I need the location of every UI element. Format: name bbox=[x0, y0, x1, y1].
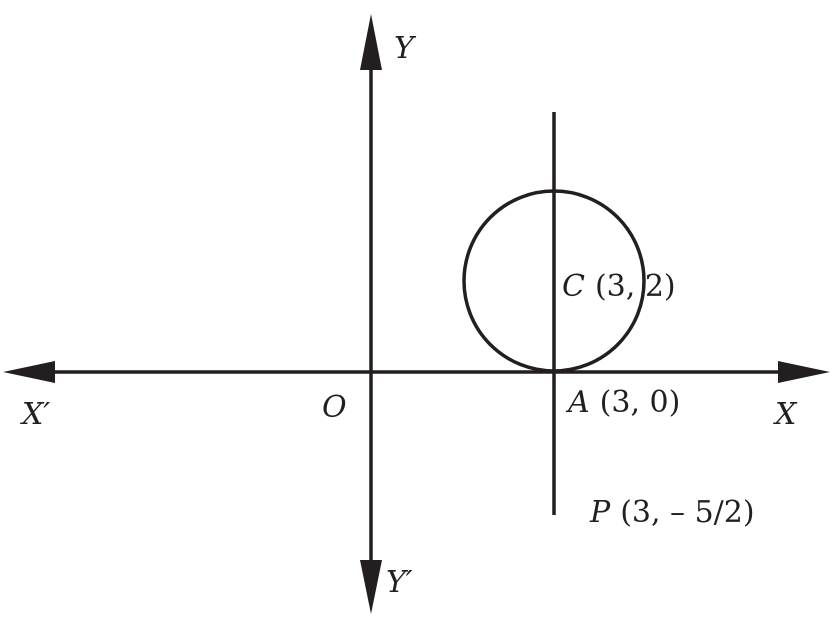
x-prime-label: X′ bbox=[20, 397, 50, 432]
y-axis-label: Y bbox=[394, 31, 417, 66]
origin-label: O bbox=[322, 390, 347, 425]
point-c-name: C bbox=[562, 269, 585, 304]
x-axis-right-arrow bbox=[778, 361, 830, 383]
point-c-label: C (3, 2) bbox=[562, 269, 676, 304]
point-c-coords: (3, 2) bbox=[595, 269, 676, 304]
y-prime-label: Y′ bbox=[386, 565, 413, 600]
point-a-coords: (3, 0) bbox=[600, 385, 681, 420]
y-axis-bottom-arrow bbox=[360, 560, 382, 614]
y-axis-top-arrow bbox=[360, 14, 382, 70]
x-axis-left-arrow bbox=[3, 361, 55, 383]
point-a-label: A (3, 0) bbox=[565, 385, 680, 420]
x-axis-label: X bbox=[773, 397, 798, 432]
circle bbox=[462, 189, 646, 373]
point-p-coords: (3, – 5/2) bbox=[620, 495, 754, 530]
point-p-name: P bbox=[589, 495, 611, 530]
point-p-label: P (3, – 5/2) bbox=[589, 495, 755, 530]
point-a-name: A bbox=[565, 385, 590, 420]
